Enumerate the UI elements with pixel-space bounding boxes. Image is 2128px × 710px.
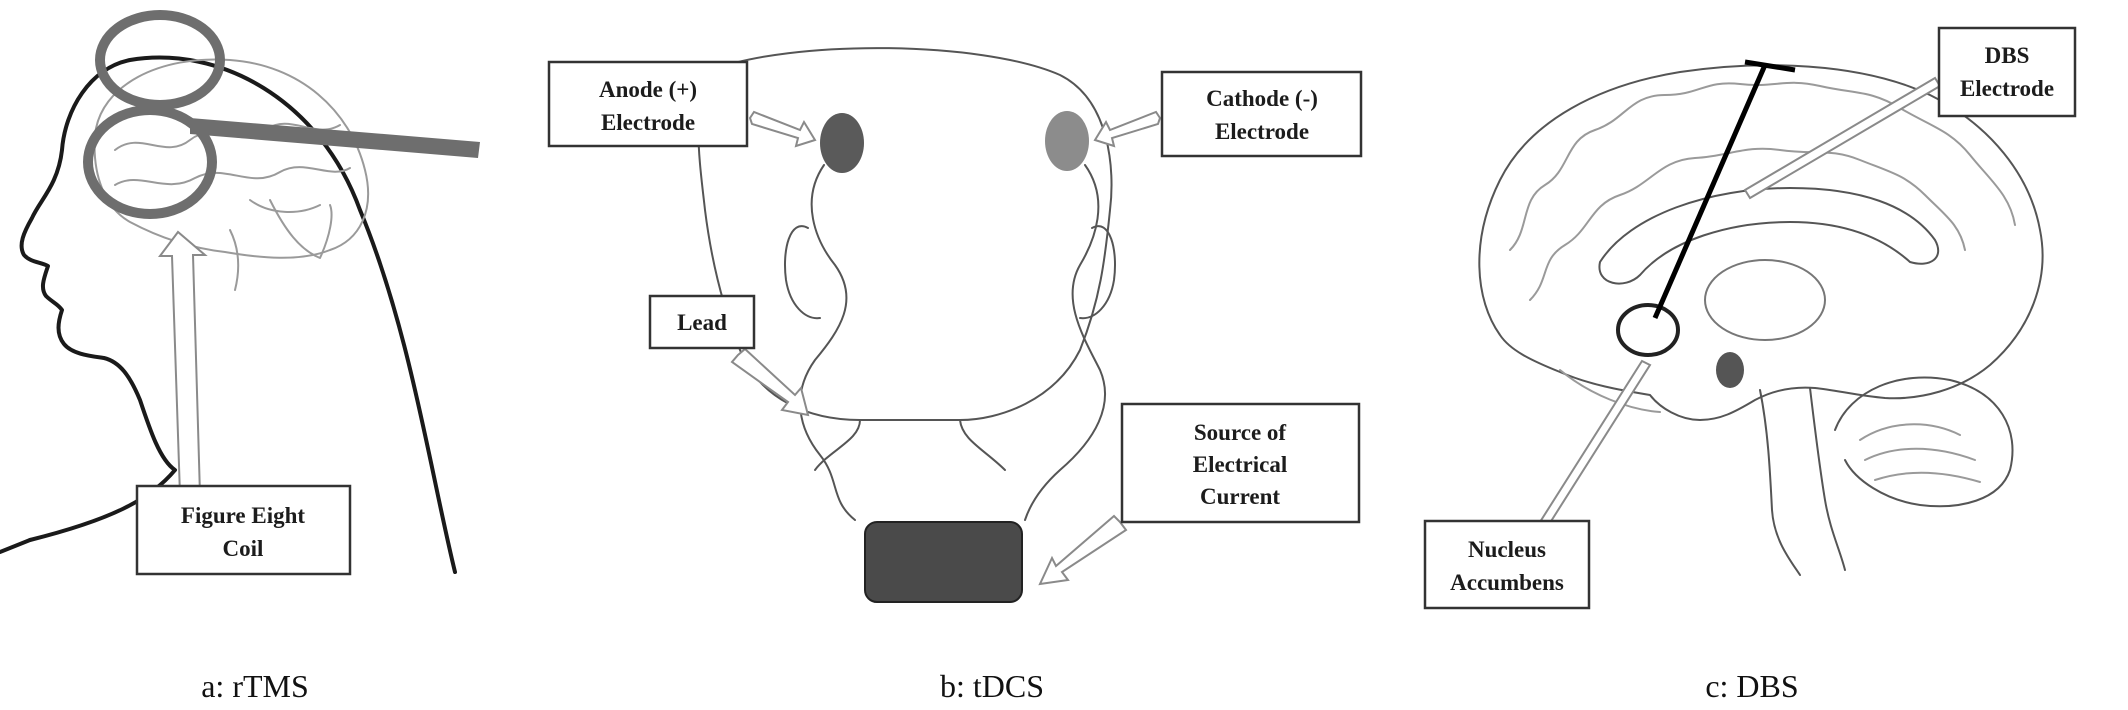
caption-rtms: a: rTMS <box>201 668 309 704</box>
coil-loop-upper <box>95 10 225 110</box>
label-electrode-line1: DBS <box>1985 43 2030 68</box>
label-box-electrode <box>1937 26 2077 118</box>
right-ear <box>1079 225 1116 320</box>
label-source-line3: Current <box>1200 484 1280 509</box>
electrode-pointer <box>1743 76 1942 200</box>
label-box-cathode <box>1160 70 1363 158</box>
coil-loop-lower <box>83 105 217 219</box>
label-box-coil <box>135 484 352 576</box>
label-box-source <box>1120 402 1361 524</box>
label-lead: Lead <box>677 310 727 335</box>
neck-right <box>959 419 1006 471</box>
thalamus <box>1704 259 1826 341</box>
caption-dbs: c: DBS <box>1705 668 1798 704</box>
head-outline <box>697 47 1113 421</box>
lead-arrow <box>730 347 810 417</box>
label-source-line2: Electrical <box>1193 452 1288 477</box>
lead-left <box>799 164 856 521</box>
label-source-line1: Source of <box>1194 420 1287 445</box>
nucleus-accumbens-target <box>1616 303 1680 357</box>
shoulder-line <box>0 538 32 554</box>
panel-rtms: Figure Eight Coil a: rTMS <box>0 10 480 704</box>
dark-nucleus <box>1716 352 1744 388</box>
source-arrow <box>1038 514 1128 586</box>
label-box-lead <box>648 294 756 350</box>
neck-left <box>814 419 861 471</box>
cathode-electrode <box>1045 111 1089 171</box>
label-nucleus-line2: Accumbens <box>1450 570 1564 595</box>
label-anode-line2: Electrode <box>601 110 695 135</box>
label-nucleus-line1: Nucleus <box>1468 537 1546 562</box>
label-anode-line1: Anode (+) <box>599 77 697 102</box>
anode-arrow <box>748 110 817 148</box>
label-coil-line1: Figure Eight <box>181 503 306 528</box>
label-cathode-line2: Electrode <box>1215 119 1309 144</box>
label-box-nucleus <box>1423 519 1591 610</box>
panel-dbs: DBS Electrode Nucleus Accumbens c: DBS <box>1423 26 2077 704</box>
label-coil-line2: Coil <box>223 536 264 561</box>
current-source-box <box>864 521 1023 603</box>
caption-tdcs: b: tDCS <box>940 668 1044 704</box>
coil-arrow <box>158 230 208 496</box>
cathode-arrow <box>1093 110 1162 148</box>
nucleus-pointer <box>1538 359 1652 528</box>
anode-electrode <box>820 113 864 173</box>
brain-sketch <box>93 58 370 291</box>
dbs-electrode-cap <box>1744 59 1796 73</box>
label-box-anode <box>547 60 749 148</box>
label-electrode-line2: Electrode <box>1960 76 2054 101</box>
coil-handle <box>190 118 480 158</box>
lead-right <box>1024 164 1106 521</box>
figure-eight-coil <box>83 10 480 219</box>
dbs-electrode-lead <box>1652 64 1768 319</box>
panel-tdcs: Anode (+) Electrode Cathode (-) Electrod… <box>547 47 1363 704</box>
label-cathode-line1: Cathode (-) <box>1206 86 1318 111</box>
left-ear <box>784 225 821 320</box>
